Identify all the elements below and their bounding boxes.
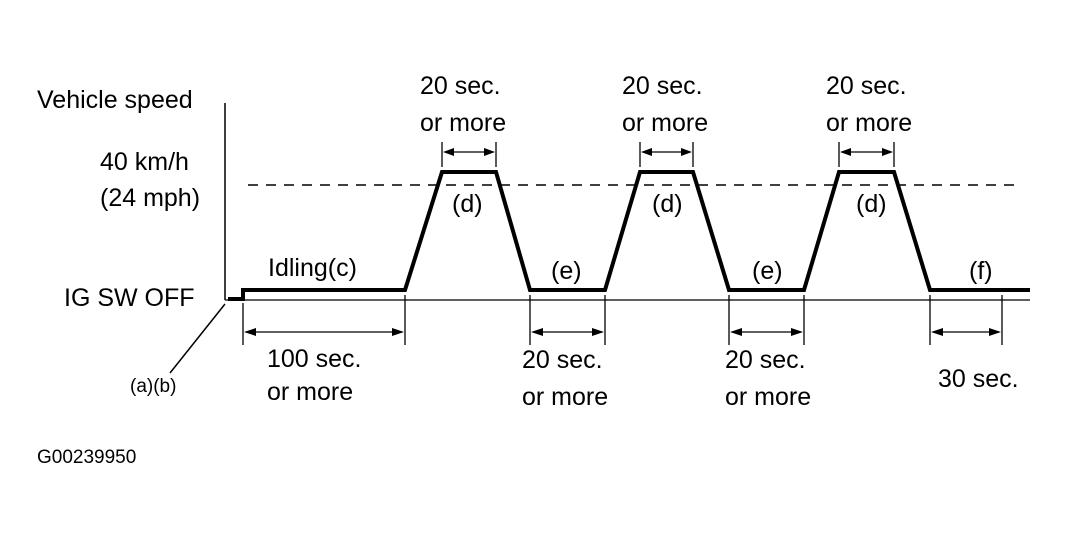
final-duration-label: 30 sec.	[938, 365, 1019, 393]
stop-duration-dimension-2	[728, 295, 805, 345]
cruise-duration-2-line1: 20 sec.	[622, 72, 703, 100]
cruise-label-3: (d)	[856, 190, 887, 218]
start-label: (a)(b)	[130, 376, 176, 397]
idle-duration-dimension	[242, 295, 406, 345]
idle-duration-line1: 100 sec.	[267, 345, 362, 373]
cruise-duration-3-line2: or more	[826, 109, 912, 137]
final-duration-dimension	[929, 295, 1003, 345]
cruise-duration-1-line2: or more	[420, 109, 506, 137]
cruise-duration-3-line1: 20 sec.	[826, 72, 907, 100]
y-axis-title: Vehicle speed	[37, 86, 193, 114]
cruise-duration-2-line2: or more	[622, 109, 708, 137]
idle-duration-line2: or more	[267, 378, 353, 406]
cruise-duration-dimension-1	[441, 142, 497, 167]
stop-duration-2-line2: or more	[725, 383, 811, 411]
decel-label-2: (e)	[752, 257, 783, 285]
speed-value-label: 40 km/h	[100, 148, 189, 176]
cruise-label-2: (d)	[652, 190, 683, 218]
stop-duration-1-line1: 20 sec.	[522, 346, 603, 374]
speed-value-mph-label: (24 mph)	[100, 184, 200, 212]
decel-label-1: (e)	[551, 257, 582, 285]
cruise-label-1: (d)	[452, 190, 483, 218]
speed-profile-line	[228, 170, 1030, 301]
stop-duration-dimension-1	[529, 295, 606, 345]
stop-duration-2-line1: 20 sec.	[725, 346, 806, 374]
ig-sw-off-label: IG SW OFF	[64, 284, 195, 312]
start-pointer-line	[169, 303, 226, 374]
cruise-duration-dimension-2	[639, 142, 694, 167]
cruise-duration-dimension-3	[838, 142, 895, 167]
final-label: (f)	[969, 257, 993, 285]
idling-label: Idling(c)	[268, 254, 357, 282]
cruise-duration-1-line1: 20 sec.	[420, 72, 501, 100]
figure-id: G00239950	[37, 447, 136, 468]
stop-duration-1-line2: or more	[522, 383, 608, 411]
